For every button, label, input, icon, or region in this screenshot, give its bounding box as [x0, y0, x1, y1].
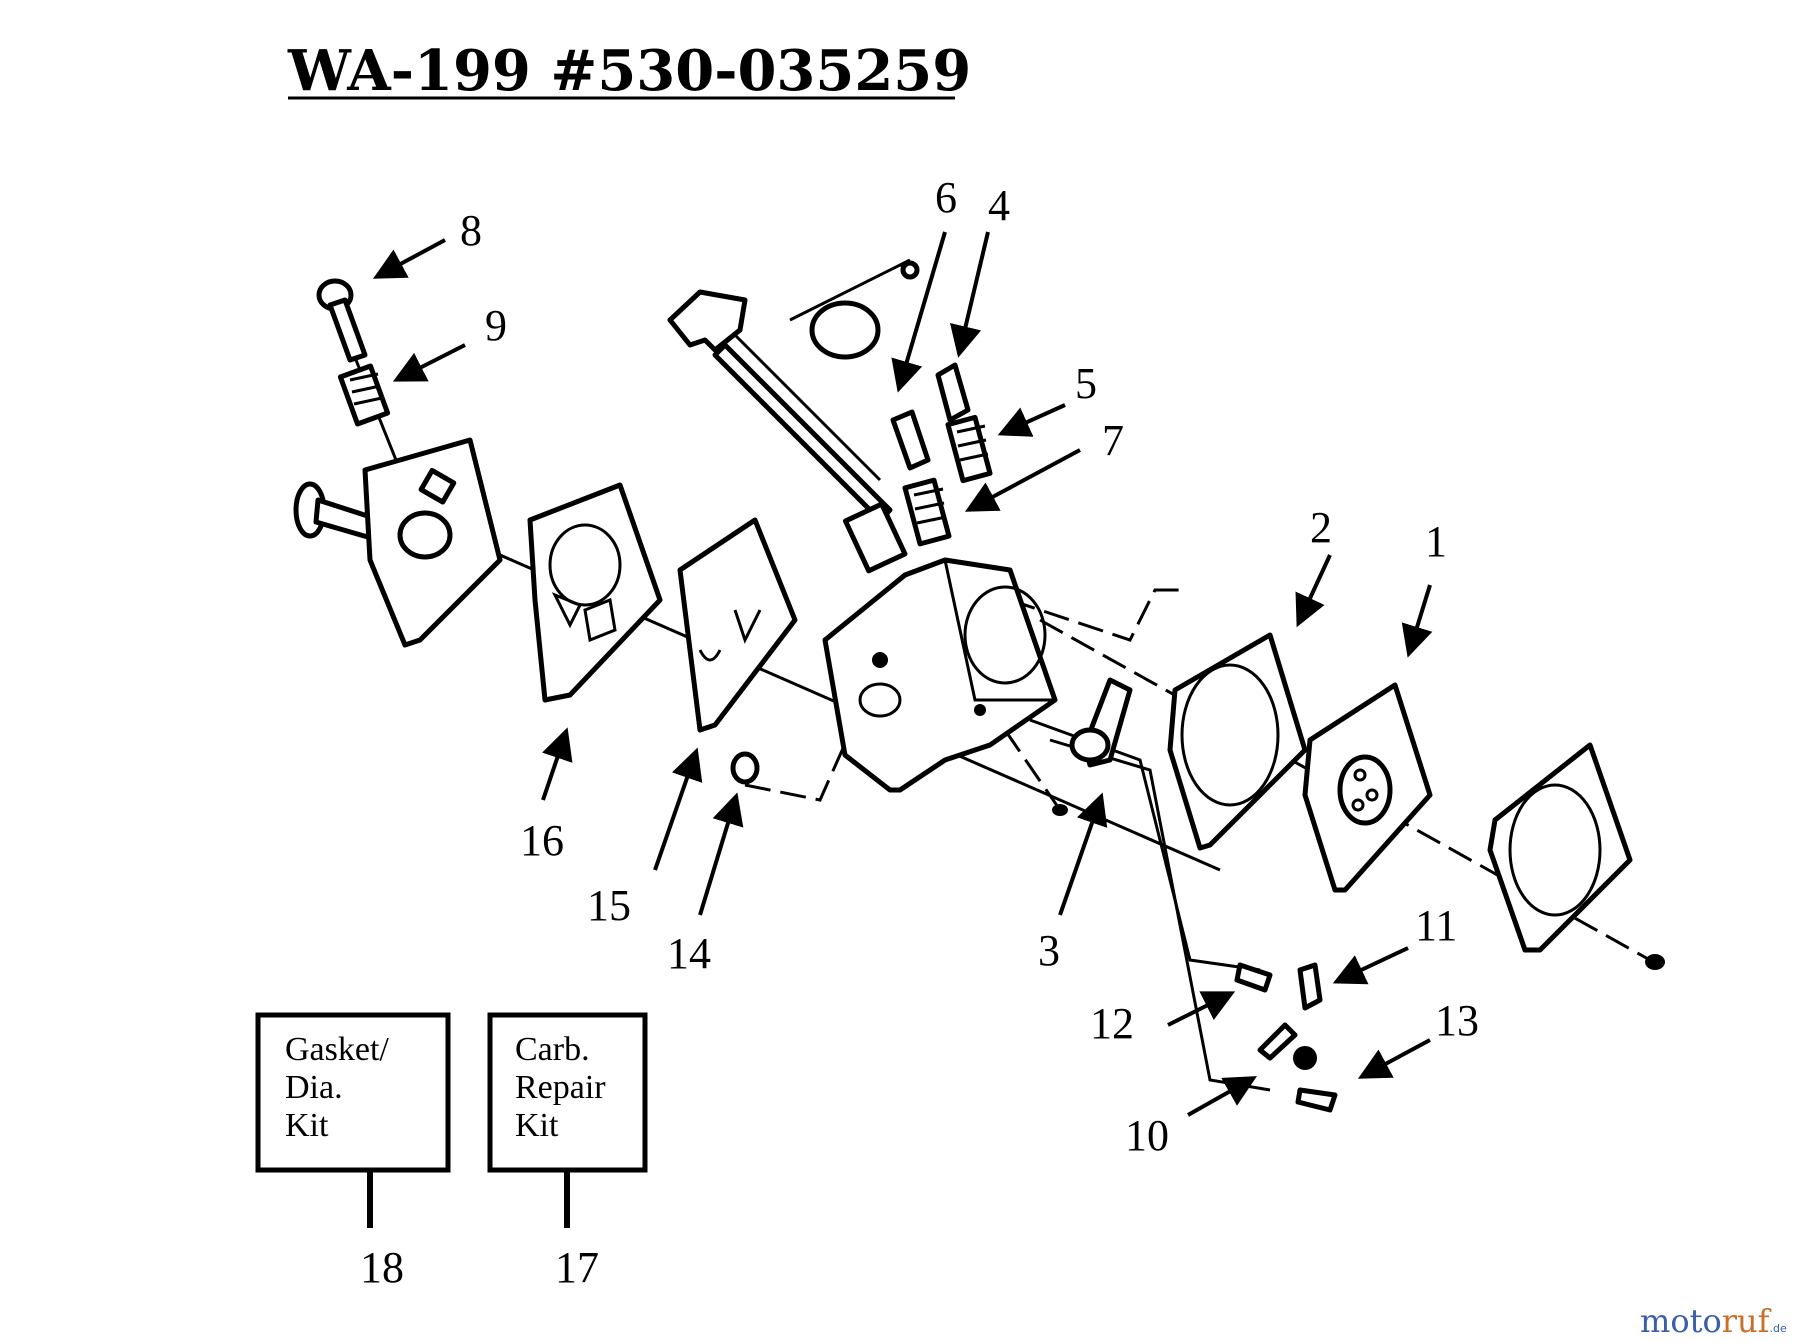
part-15-diaphragm — [677, 517, 798, 733]
kit-gasket-line1: Gasket/ — [285, 1031, 389, 1068]
diagram-title: WA-199 #530-035259 — [287, 38, 971, 104]
callout-9: 9 — [485, 301, 507, 350]
callout-15: 15 — [587, 881, 631, 930]
svg-text:motoruf.de: motoruf.de — [1640, 1302, 1787, 1340]
kit-carb-line3: Kit — [515, 1107, 559, 1144]
part-10-13-small — [1234, 962, 1338, 1113]
callout-6: 6 — [935, 173, 957, 222]
callout-18: 18 — [360, 1243, 404, 1292]
callout-12: 12 — [1090, 999, 1134, 1048]
callout-numbers: 8 9 6 4 5 7 2 1 16 15 14 3 11 12 13 10 — [460, 173, 1479, 1160]
watermark-part2: ruf — [1722, 1302, 1772, 1340]
callout-3: 3 — [1038, 926, 1060, 975]
part-carburetor-body — [822, 557, 1058, 793]
part-1-diaphragm — [1302, 682, 1433, 893]
part-metering-cover — [1487, 742, 1665, 970]
watermark-logo: motoruf.de — [1640, 1302, 1787, 1340]
part-2-gasket — [1167, 632, 1308, 851]
part-pump-cover — [362, 437, 503, 648]
kit-box-gasket: Gasket/ Dia. Kit 18 — [255, 1012, 451, 1292]
part-spring-9 — [337, 363, 391, 427]
callout-11: 11 — [1415, 901, 1457, 950]
callout-2: 2 — [1310, 503, 1332, 552]
part-throttle-shaft — [667, 260, 920, 574]
part-screw-left — [293, 481, 383, 543]
part-3-lever — [1052, 677, 1133, 816]
kit-carb-line2: Repair — [515, 1069, 606, 1106]
callout-4: 4 — [988, 181, 1010, 230]
callout-16: 16 — [520, 816, 564, 865]
callout-17: 17 — [555, 1243, 599, 1292]
part-screw-8 — [316, 278, 368, 363]
callout-13: 13 — [1435, 996, 1479, 1045]
kit-box-carb: Carb. Repair Kit 17 — [487, 1012, 648, 1292]
part-14-plug — [730, 751, 760, 785]
callout-arrows — [372, 231, 1433, 1117]
callout-8: 8 — [460, 206, 482, 255]
callout-1: 1 — [1425, 517, 1447, 566]
callout-7: 7 — [1102, 416, 1124, 465]
kit-carb-line1: Carb. — [515, 1031, 590, 1068]
kit-gasket-line3: Kit — [285, 1107, 329, 1144]
watermark-part3: .de — [1769, 1322, 1786, 1335]
part-needles — [890, 362, 993, 547]
callout-14: 14 — [667, 929, 711, 978]
kit-gasket-line2: Dia. — [285, 1069, 343, 1106]
callout-10: 10 — [1125, 1111, 1169, 1160]
watermark-part1: moto — [1640, 1302, 1722, 1340]
callout-5: 5 — [1075, 359, 1097, 408]
part-16-gasket — [527, 482, 663, 703]
